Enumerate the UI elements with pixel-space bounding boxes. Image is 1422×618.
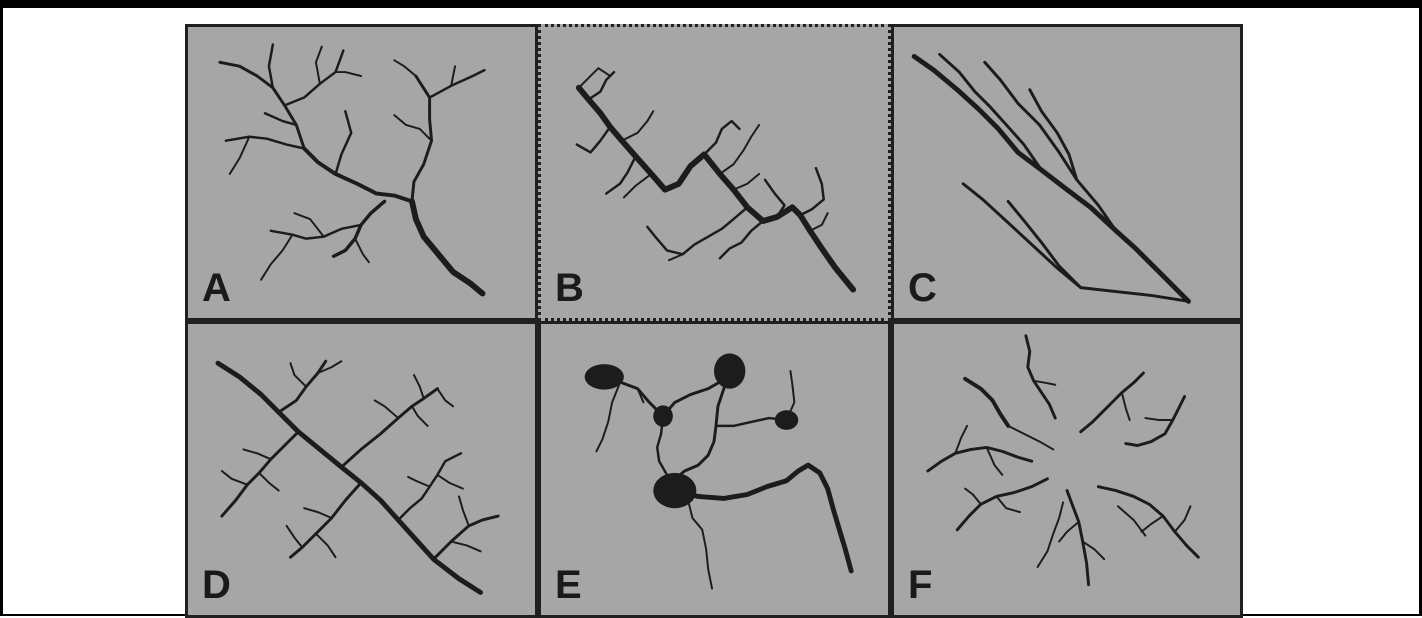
- parallel-drainage-drawing: [894, 27, 1240, 318]
- panel-a: A: [185, 24, 538, 321]
- panel-f-label: F: [908, 565, 932, 605]
- panel-a-label: A: [202, 268, 231, 308]
- panel-e-label: E: [555, 565, 582, 605]
- panel-d: D: [185, 321, 538, 618]
- panel-c: C: [891, 24, 1243, 321]
- deranged-drainage-drawing: [541, 324, 888, 615]
- trellis-drainage-drawing: [541, 27, 888, 318]
- panel-d-label: D: [202, 565, 231, 605]
- radial-drainage-drawing: [894, 324, 1240, 615]
- rectangular-drainage-drawing: [188, 324, 535, 615]
- panel-b: B: [538, 24, 891, 321]
- panel-c-label: C: [908, 268, 937, 308]
- panel-b-label: B: [555, 268, 584, 308]
- panel-e: E: [538, 321, 891, 618]
- panel-f: F: [891, 321, 1243, 618]
- drainage-pattern-grid: A B: [185, 24, 1243, 618]
- dendritic-drainage-drawing: [188, 27, 535, 318]
